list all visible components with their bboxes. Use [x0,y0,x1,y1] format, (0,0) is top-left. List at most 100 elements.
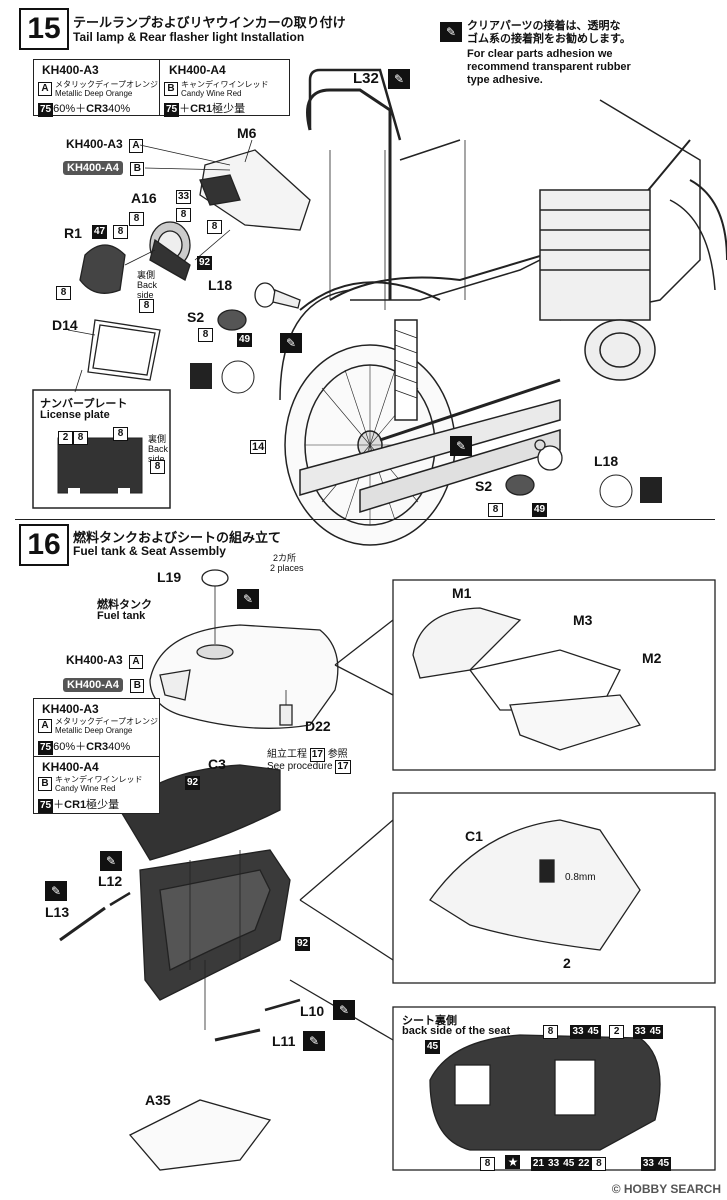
color-a4-code2: CR1 [190,103,213,115]
kh-a3-letter-16: A [129,655,144,669]
two-places-en: 2 places [270,563,304,573]
seat-code-33-d: 33 [640,1157,656,1171]
code-92: 92 [197,256,213,270]
code-47: 47 [92,225,108,239]
glue-icon-l11: ✎ [303,1031,325,1051]
color16-a3-code2: CR3 [86,741,109,753]
part-r1: R1 [64,225,82,241]
part-l32: L32 [353,70,379,87]
seat-code-45-b: 45 [585,1025,601,1039]
code-8-f: 8 [139,299,154,313]
part-s2: S2 [187,309,205,325]
color16-a3-en: Metallic Deep Orange [55,726,133,735]
part-c3: C3 [208,756,226,772]
plate-code-8-c: 8 [150,460,165,474]
code-8-b: 8 [207,220,222,234]
code-49-b: 49 [532,503,548,517]
color-a3-jp: メタリックディープオレンジ [55,80,158,89]
step-15-title-jp: テールランプおよびリヤウインカーの取り付け [73,15,346,30]
plate-jp: ナンバープレート [40,398,128,410]
color-a4-letter: B [164,82,178,96]
glue-icon-l10: ✎ [333,1000,355,1020]
color-a4-title: KH400-A4 [169,63,226,77]
part-m3: M3 [573,612,593,628]
seat-code-33-c: 33 [546,1157,562,1171]
color-a4-mix2: 極少量 [212,103,246,115]
tank-jp: 燃料タンク [97,599,152,611]
glue-icon-l18: ✎ [280,333,302,353]
part-l18: L18 [208,277,233,293]
kh-a3-label-16: KH400-A3 [66,653,123,667]
step-15-title-en: Tail lamp & Rear flasher light Installat… [73,30,305,44]
color-a3-mix: 60%＋ [53,103,87,115]
color-a4-jp: キャンディワインレッド [181,80,269,89]
back-side-label-plate: 裏側 Back side [148,434,169,464]
code-8-c: 8 [129,212,144,226]
color16-a4-jp: キャンディワインレッド [55,775,143,784]
seat-back-en: back side of the seat [402,1025,511,1037]
code-8-d: 8 [113,225,128,239]
two-places-jp: 2カ所 [273,553,297,563]
color16-a4-title: KH400-A4 [42,760,99,774]
color16-a4-en: Candy Wine Red [55,784,116,793]
step-15-illustration [32,68,727,546]
part-l18-b: L18 [594,453,619,469]
glue-icon-l18-b: ✎ [450,436,472,456]
color16-a4-letter: B [38,777,52,791]
color16-a3-mix: 60%＋ [53,741,87,753]
code-8-g: 8 [198,328,213,342]
kh-a4-letter-16: B [130,679,145,693]
step-16-title-en: Fuel tank & Seat Assembly [73,544,226,558]
color-spec-box-16: KH400-A3 A メタリックディープオレンジ Metallic Deep O… [33,698,160,814]
part-m1: M1 [452,585,472,601]
color16-a3-letter: A [38,719,52,733]
color16-a4-code: 75 [38,799,54,813]
clear-parts-note-jp: クリアパーツの接着は、透明な ゴム系の接着剤をお勧めします。 [467,20,631,45]
color-a4-mix: ＋ [179,103,191,115]
part-l12: L12 [98,873,123,889]
step-16-number: 16 [19,524,69,566]
back-side-label-15: 裏側 Back side [137,270,158,300]
step-15-number: 15 [19,8,69,50]
color16-a4-mix2: 極少量 [86,799,120,811]
see-proc-jp2: 参照 [327,749,348,760]
color16-a4-code2: CR1 [64,799,87,811]
seat-code-8-b: 8 [480,1157,495,1171]
plate-code-8-a: 8 [73,431,88,445]
seat-code-8-a: 8 [543,1025,558,1039]
code-33-a: 33 [176,190,192,204]
plate-code-2: 2 [58,431,73,445]
part-s2-b: S2 [475,478,493,494]
thickness-08mm: 0.8mm [565,872,596,883]
step-16-illustration [59,569,716,1171]
glue-icon: ✎ [440,22,462,42]
seat-code-45-e: 45 [655,1157,672,1171]
seat-back-jp: シート裏側 [402,1015,457,1027]
glue-icon-l32: ✎ [388,69,410,89]
clear-parts-note-en: For clear parts adhesion we recommend tr… [467,48,631,86]
seat-code-33-b: 33 [632,1025,648,1039]
see-proc-num-en: 17 [335,760,351,774]
code-92-base: 92 [295,937,311,951]
color16-a3-code: 75 [38,741,54,755]
kh-a4-label-15: KH400-A4 [63,161,123,175]
color16-a3-mix2: 40% [108,741,131,753]
part-c2: 2 [563,955,571,971]
seat-code-8-c: 8 [591,1157,607,1171]
code-92-seat: 92 [185,776,201,790]
code-49: 49 [237,333,253,347]
part-d22: D22 [305,718,331,734]
part-a35: A35 [145,1092,171,1108]
glue-icon-l13: ✎ [45,881,67,901]
tank-en: Fuel tank [97,610,146,622]
code-14: 14 [250,440,267,454]
color-a3-title: KH400-A3 [42,63,99,77]
seat-code-45-d: 45 [561,1157,577,1171]
code-8-e: 8 [56,286,71,300]
kh-a3-letter-15: A [129,139,144,153]
seat-code-22: 22 [576,1157,592,1171]
plate-en: License plate [40,409,110,421]
seat-code-45-c: 45 [647,1025,663,1039]
see-proc-en: See procedure [267,761,333,772]
color-a3-letter: A [38,82,52,96]
